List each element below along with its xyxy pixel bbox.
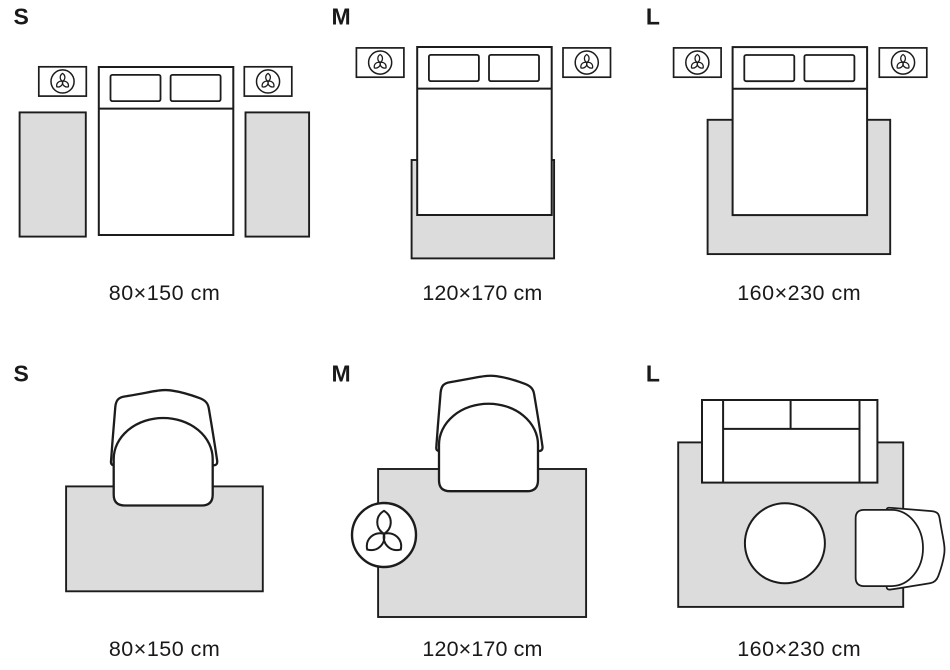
svg-text:160×230 cm: 160×230 cm — [737, 637, 861, 661]
svg-text:120×170 cm: 120×170 cm — [422, 281, 542, 305]
svg-text:L: L — [646, 4, 660, 30]
svg-text:120×170 cm: 120×170 cm — [422, 637, 542, 661]
svg-text:M: M — [332, 4, 351, 30]
svg-text:80×150 cm: 80×150 cm — [109, 281, 220, 305]
svg-text:160×230 cm: 160×230 cm — [737, 281, 861, 305]
svg-text:S: S — [14, 361, 29, 387]
svg-text:L: L — [646, 361, 660, 387]
svg-text:80×150 cm: 80×150 cm — [109, 637, 220, 661]
svg-text:S: S — [14, 4, 29, 30]
svg-text:M: M — [332, 361, 351, 387]
